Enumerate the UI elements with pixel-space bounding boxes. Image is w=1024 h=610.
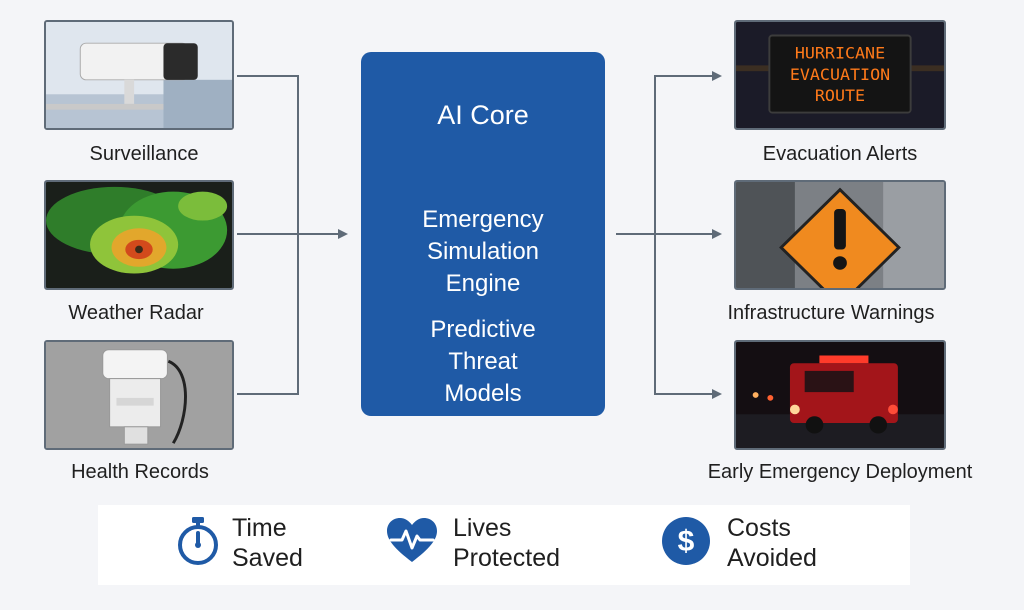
benefit-costs-avoided-text: Costs Avoided bbox=[727, 513, 817, 573]
sign-text-line-3: ROUTE bbox=[815, 86, 865, 105]
benefit-time-saved-text: Time Saved bbox=[232, 513, 303, 573]
benefit-costs-line2: Avoided bbox=[727, 544, 817, 572]
core-line-emergency: Emergency bbox=[422, 206, 544, 233]
surveillance-image bbox=[44, 20, 234, 130]
core-line-simulation: Simulation bbox=[426, 238, 540, 265]
dollar-coin-icon: $ bbox=[662, 517, 710, 565]
core-line-engine: Engine bbox=[445, 270, 521, 297]
output-label-infrastructure-warnings: Infrastructure Warnings bbox=[727, 302, 935, 324]
core-line-threat: Threat bbox=[448, 348, 518, 375]
output-label-evacuation-alerts: Evacuation Alerts bbox=[762, 143, 918, 165]
input-label-weather-radar: Weather Radar bbox=[68, 302, 204, 324]
stopwatch-icon bbox=[178, 517, 218, 565]
sign-text-line-1: HURRICANE bbox=[795, 44, 885, 63]
benefit-time-line2: Saved bbox=[232, 544, 303, 572]
ai-core-box: AI Core Emergency Simulation Engine Pred… bbox=[361, 52, 605, 416]
benefit-time-line1: Time bbox=[232, 514, 287, 542]
core-line-models: Models bbox=[444, 380, 522, 407]
ai-core-title: AI Core bbox=[437, 100, 529, 130]
fire-truck-image bbox=[734, 340, 946, 450]
benefit-lives-line2: Protected bbox=[453, 544, 561, 572]
input-label-health-records: Health Records bbox=[71, 461, 209, 483]
health-records-image bbox=[44, 340, 234, 450]
output-connector-branch bbox=[654, 75, 722, 399]
core-line-predictive: Predictive bbox=[430, 316, 536, 343]
benefits-bar: Time Saved Lives Protected $ Costs Avoid… bbox=[98, 505, 910, 585]
benefit-lives-line1: Lives bbox=[453, 514, 512, 542]
evacuation-sign-image: HURRICANE EVACUATION ROUTE bbox=[734, 20, 946, 130]
weather-radar-image bbox=[44, 180, 234, 290]
benefit-costs-line1: Costs bbox=[727, 514, 791, 542]
svg-text:$: $ bbox=[678, 525, 695, 558]
input-label-surveillance: Surveillance bbox=[89, 143, 199, 165]
output-label-early-emergency-deployment: Early Emergency Deployment bbox=[707, 461, 973, 483]
benefit-lives-protected-text: Lives Protected bbox=[453, 513, 560, 573]
heart-pulse-icon bbox=[387, 518, 437, 562]
warning-sign-image bbox=[734, 180, 946, 290]
sign-text-line-2: EVACUATION bbox=[790, 65, 890, 84]
